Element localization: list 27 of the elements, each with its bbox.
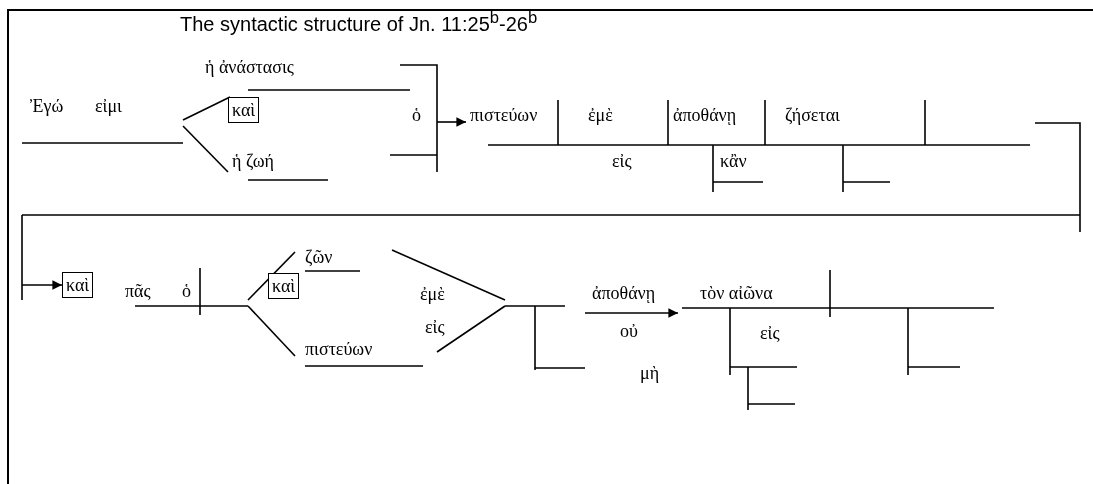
word-label: ὁ	[182, 280, 191, 302]
boxed-word: καὶ	[268, 273, 300, 299]
word-label: ἀποθάνῃ	[673, 104, 737, 126]
arrow	[21, 280, 63, 290]
word-label: εἰς	[760, 322, 780, 344]
word-label: ζήσεται	[785, 104, 840, 126]
boxed-word: καὶ	[62, 272, 94, 298]
word-label: πιστεύων	[305, 338, 373, 360]
word-label: εἰς	[425, 316, 445, 338]
diagram-title: The syntactic structure of Jn. 11:25$^{b}$-26$^{b}$	[180, 7, 538, 36]
word-label: ἐμὲ	[588, 104, 613, 126]
boxed-word: καὶ	[228, 97, 260, 123]
word-label: ἡ ζωή	[232, 150, 274, 172]
word-label: ἀποθάνῃ	[592, 282, 656, 304]
word-label: εἰς	[612, 150, 632, 172]
word-label: πιστεύων	[470, 104, 538, 126]
word-label: ἐμὲ	[420, 283, 445, 305]
word-label: ζῶν	[305, 246, 333, 268]
word-label: εἰμι	[95, 95, 122, 117]
word-label: Ἐγώ	[30, 95, 64, 117]
word-label: τὸν αἰῶνα	[700, 282, 773, 304]
word-label: πᾶς	[125, 280, 151, 302]
word-label: μὴ	[640, 362, 660, 384]
word-label: οὐ	[620, 320, 638, 342]
word-label: ἡ ἀνάστασις	[205, 56, 294, 78]
word-label: ὁ	[412, 104, 421, 126]
word-label: κἂν	[720, 150, 747, 172]
